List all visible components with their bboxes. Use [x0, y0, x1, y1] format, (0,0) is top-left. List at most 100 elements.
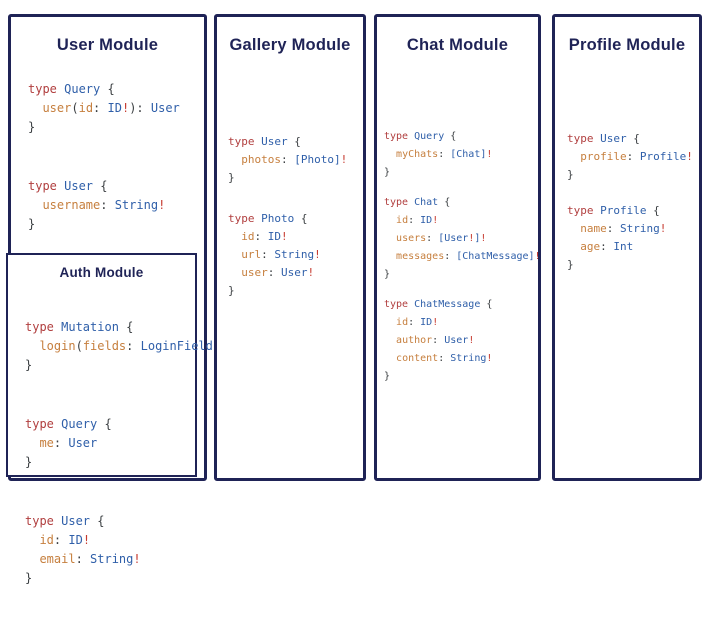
code-token: : [444, 251, 457, 262]
code-token: } [228, 171, 235, 184]
code-token: Chat [414, 197, 439, 208]
code-token: User [64, 179, 94, 193]
code-line: } [28, 215, 180, 234]
code-token: id [39, 533, 54, 547]
code-token: name [580, 222, 607, 235]
code-line: myChats: [Chat]! [384, 146, 541, 164]
code-token: { [100, 82, 115, 96]
code-line: } [25, 569, 271, 588]
code-token [25, 436, 39, 450]
code-token: String [620, 222, 660, 235]
code-token: Query [414, 131, 445, 142]
code-token: ! [340, 153, 348, 166]
code-line: } [384, 266, 541, 284]
panel-title: Auth Module [59, 265, 144, 280]
code-token: LoginFields [140, 339, 221, 353]
code-token: } [567, 168, 574, 181]
code-token: : [438, 149, 451, 160]
code-token: } [25, 455, 33, 469]
code-token: String [114, 198, 159, 212]
code-token: : [600, 240, 614, 253]
code-token: ! [82, 533, 91, 547]
code-token: : [53, 533, 69, 547]
code-token: users [396, 233, 427, 244]
code-token: user [42, 101, 72, 115]
code-line: user: User! [228, 264, 347, 282]
code-token [28, 198, 42, 212]
code-line: } [25, 356, 271, 375]
code-block: type Photo { id: ID! url: String! user: … [228, 210, 347, 300]
code-token: ID [107, 101, 122, 115]
panel-profile-module: Profile Module type User { profile: Prof… [552, 14, 702, 481]
code-token: : [432, 335, 445, 346]
code-token [228, 248, 241, 261]
code-token: } [25, 358, 33, 372]
code-token: ! [659, 222, 667, 235]
code-line: id: ID! [25, 531, 271, 550]
code-line: } [25, 453, 271, 472]
code-token: [ChatMessage] [456, 251, 535, 262]
code-token: ): [129, 101, 151, 115]
code-token: [User [438, 233, 469, 244]
code-line: type Query { [25, 415, 271, 434]
code-token: id [241, 230, 255, 243]
code-token: type [228, 135, 262, 148]
code-line: me: User [25, 434, 271, 453]
code-line: type Query { [28, 80, 180, 99]
code-token: { [438, 197, 451, 208]
code-token: : [261, 248, 275, 261]
code-token: : [606, 222, 620, 235]
code-token: ! [468, 335, 475, 346]
schema-modules-diagram: User Module type Query { user(id: ID!): … [6, 14, 702, 585]
code-token: User [600, 132, 627, 145]
code-token: User [261, 135, 288, 148]
code-token: author [396, 335, 433, 346]
code-token [25, 339, 39, 353]
code-token [228, 266, 241, 279]
panel-auth-module: Auth Module type Mutation { login(fields… [6, 253, 271, 585]
code-token: Photo [261, 212, 295, 225]
code-token: Profile [600, 204, 647, 217]
code-token: ! [486, 149, 493, 160]
code-token: { [626, 132, 640, 145]
code-token: username [42, 198, 101, 212]
code-token: type [28, 179, 65, 193]
code-token [25, 552, 39, 566]
code-token: } [28, 217, 36, 231]
code-token: ! [486, 353, 493, 364]
code-token: } [384, 371, 391, 382]
code-line: } [228, 282, 347, 300]
code-token [28, 101, 42, 115]
code-token: : [408, 215, 421, 226]
code-line: type User { [567, 130, 693, 148]
code-line: type Mutation { [25, 318, 271, 337]
code-line: type Query { [384, 128, 541, 146]
code-token: ] [474, 233, 481, 244]
code-line: email: String! [25, 550, 271, 569]
code-token: { [93, 179, 108, 193]
code-token [384, 251, 396, 262]
code-token: type [28, 82, 65, 96]
code-token: } [28, 120, 36, 134]
code-line: username: String! [28, 196, 180, 215]
code-block: type Chat { id: ID! users: [User!]! mess… [384, 194, 541, 284]
code-token: profile [580, 150, 627, 163]
code-token [25, 533, 39, 547]
code-block: type Query { me: User} [25, 415, 271, 472]
code-line: profile: Profile! [567, 148, 693, 166]
code-token [567, 240, 580, 253]
code-token: ! [468, 233, 475, 244]
code-token: } [384, 167, 391, 178]
code-token: { [287, 135, 301, 148]
code-token: type [25, 320, 62, 334]
code-line: content: String! [384, 350, 541, 368]
code-token: String [90, 552, 134, 566]
code-line: id: ID! [384, 212, 541, 230]
code-token: fields [82, 339, 127, 353]
code-area: type User { photos: [Photo]!}type Photo … [228, 133, 347, 323]
code-token: type [567, 204, 601, 217]
code-token: : [75, 552, 91, 566]
code-line: photos: [Photo]! [228, 151, 347, 169]
code-token: User [61, 514, 91, 528]
code-token: me [39, 436, 54, 450]
